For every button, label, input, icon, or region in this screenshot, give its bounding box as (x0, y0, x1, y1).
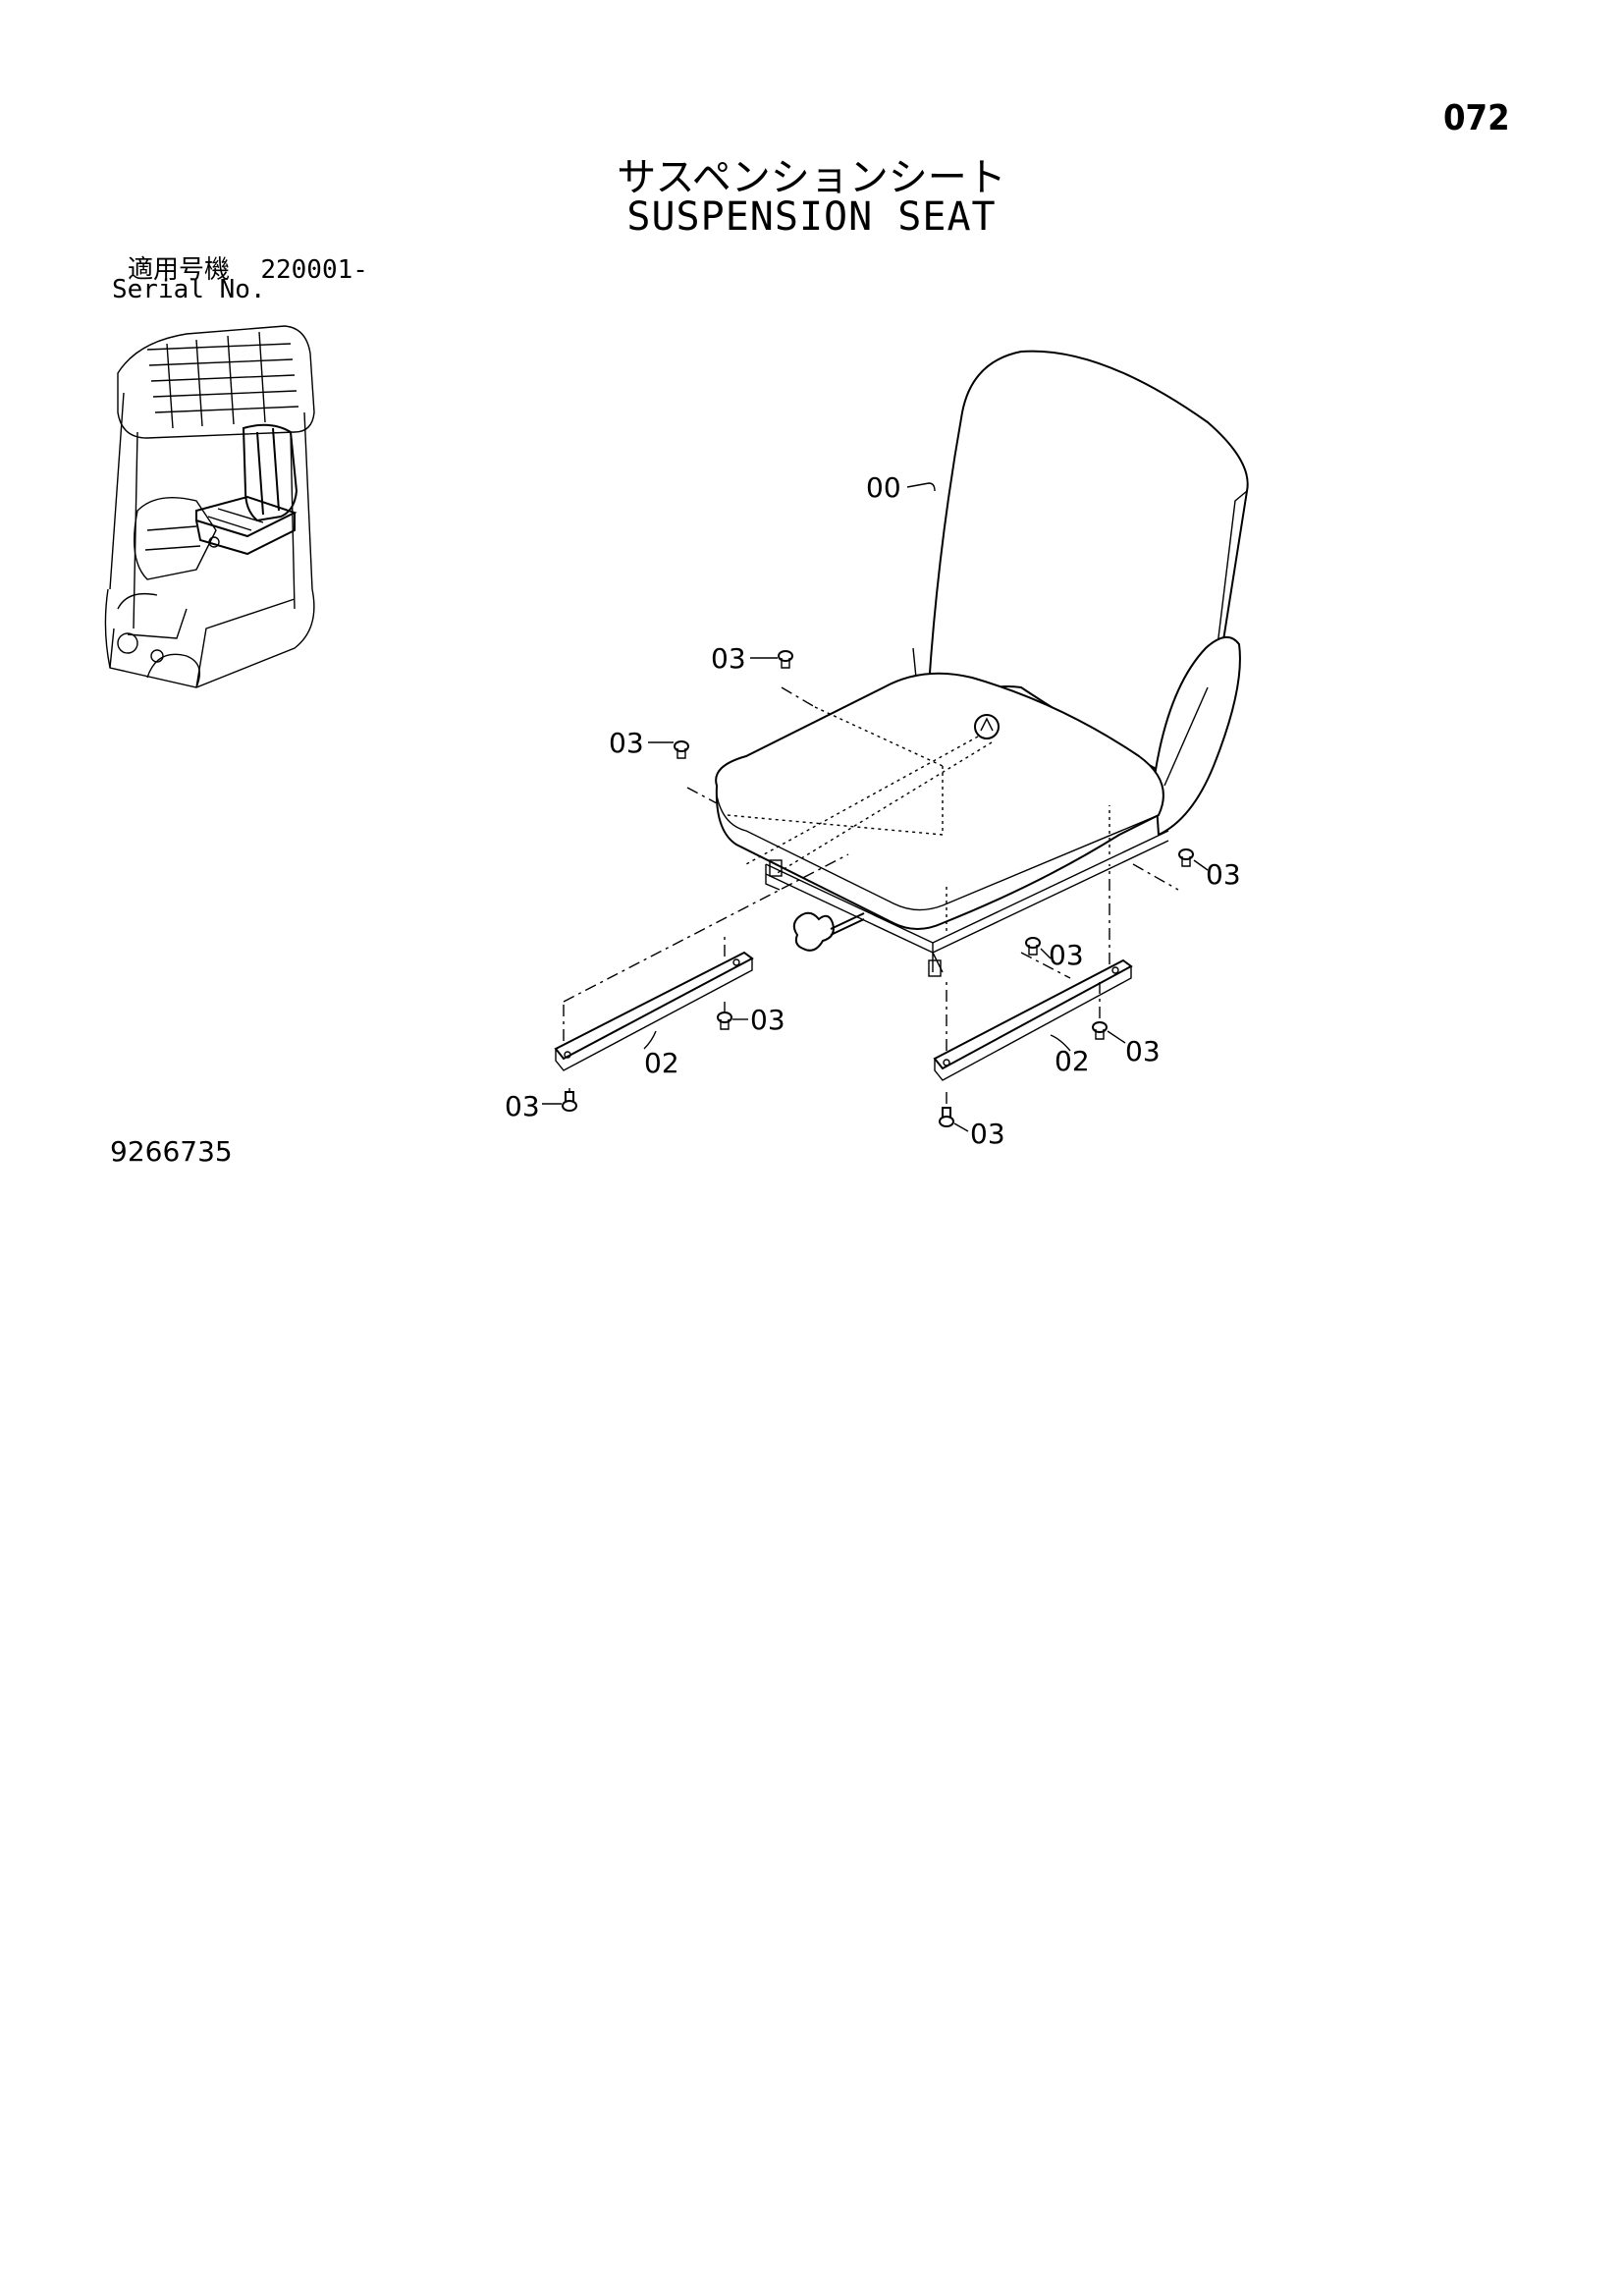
callout-leaders (542, 482, 1209, 1132)
serial-label-english: Serial No. (112, 275, 266, 304)
seat-assembly-drawing (715, 350, 1249, 977)
callout-03: 03 (505, 1090, 540, 1122)
page-title-english: SUSPENSION SEAT (626, 194, 997, 240)
slide-rail-left (554, 951, 754, 1071)
callout-03: 03 (1206, 858, 1241, 891)
callout-labels: 00 03 03 03 03 03 03 03 03 02 02 (505, 471, 1241, 1150)
serial-applicability-line: 適用号機 220001- (128, 249, 368, 286)
callout-03: 03 (970, 1118, 1005, 1150)
serial-range: 220001- (260, 255, 368, 285)
callout-03: 03 (1049, 939, 1084, 971)
machine-locator-thumbnail (104, 325, 315, 688)
serial-label-japanese: 適用号機 (128, 255, 231, 285)
callout-03: 03 (711, 642, 746, 675)
drawing-number: 9266735 (110, 1135, 233, 1168)
callout-03: 03 (1125, 1035, 1161, 1067)
slide-rail-right (933, 958, 1133, 1081)
callout-03: 03 (750, 1004, 785, 1036)
assembly-lines (563, 686, 1179, 1110)
page-title-japanese: サスペンションシート (617, 155, 1006, 200)
callout-02: 02 (644, 1047, 679, 1079)
bolt-icon (562, 650, 1194, 1127)
callout-00: 00 (866, 471, 901, 504)
page-number: 072 (1443, 98, 1510, 138)
callout-03: 03 (609, 727, 644, 759)
callout-02: 02 (1055, 1045, 1090, 1077)
